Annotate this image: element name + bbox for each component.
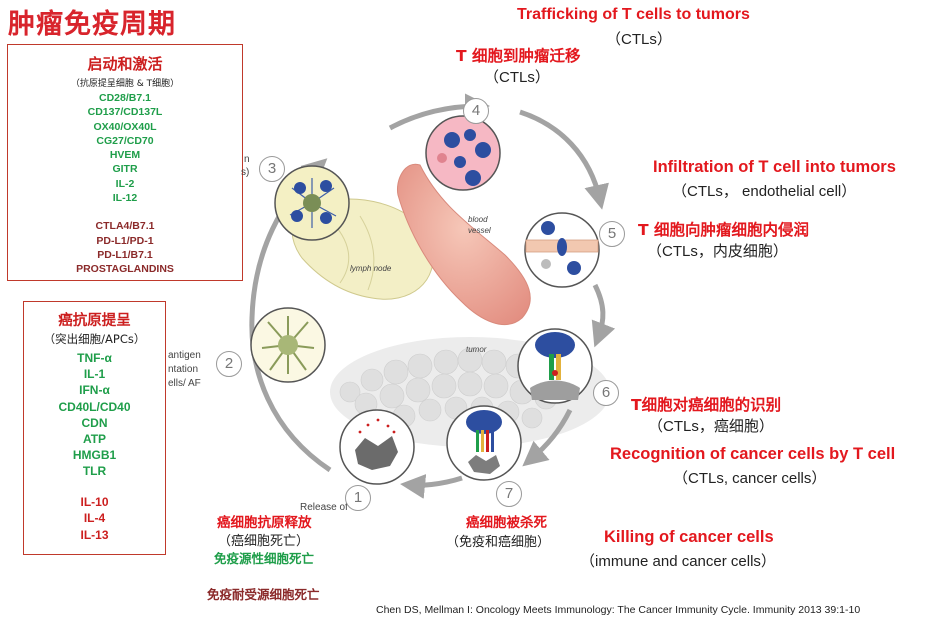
presentation-header: 癌抗原提呈 bbox=[58, 312, 131, 329]
factor-item: IL-10 bbox=[80, 494, 109, 509]
tolerogenic-cell-death: 免疫耐受源细胞死亡 bbox=[207, 587, 320, 602]
killing-subtitle-cn: （免疫和癌细胞） bbox=[446, 534, 551, 549]
cell-circle-6 bbox=[517, 328, 593, 404]
cut-text-n: n bbox=[244, 154, 250, 165]
factor-item: IL-13 bbox=[80, 527, 109, 542]
cell-circle-1 bbox=[339, 409, 415, 485]
immunogenic-cell-death: 免疫源性细胞死亡 bbox=[214, 551, 315, 566]
factor-item: IL-4 bbox=[83, 511, 106, 526]
cut-text-s: s) bbox=[241, 167, 249, 178]
recognition-title-cn: T细胞对癌细胞的识别 bbox=[631, 396, 782, 414]
tumor-label: tumor bbox=[466, 345, 487, 354]
trafficking-subtitle-cn: （CTLs） bbox=[484, 69, 550, 86]
cut-text-release: Release of bbox=[300, 502, 348, 513]
trafficking-title-cn: T 细胞到肿瘤迁移 bbox=[456, 47, 581, 65]
factor-item: CD28/B7.1 bbox=[99, 92, 151, 104]
factor-item: TNF-α bbox=[77, 351, 112, 365]
recognition-title-en: Recognition of cancer cells by T cell bbox=[610, 445, 896, 463]
priming-subtitle: （抗原提呈细胞 & T细胞） bbox=[70, 79, 180, 89]
cell-circle-2 bbox=[250, 307, 326, 383]
factor-item: CD40L/CD40 bbox=[58, 399, 131, 414]
step-number-2: 2 bbox=[216, 351, 242, 377]
release-title-cn: 癌细胞抗原释放 bbox=[217, 515, 312, 531]
factor-item: PROSTAGLANDINS bbox=[76, 263, 174, 276]
cell-circle-7 bbox=[446, 405, 522, 481]
cut-text-cells: ells/ AF bbox=[168, 378, 201, 389]
citation: Chen DS, Mellman I: Oncology Meets Immun… bbox=[376, 604, 861, 616]
recognition-subtitle-cn: （CTLs，癌细胞） bbox=[648, 418, 774, 435]
trafficking-subtitle-en: （CTLs） bbox=[606, 31, 672, 48]
lymph-node-label: lymph node bbox=[350, 264, 392, 273]
trafficking-title-en: Trafficking of T cells to tumors bbox=[517, 6, 750, 23]
factor-item: CTLA4/B7.1 bbox=[95, 220, 155, 233]
factor-item: IL-2 bbox=[115, 177, 135, 190]
factor-item: TLR bbox=[82, 464, 107, 479]
factor-item: CD137/CD137L bbox=[87, 106, 163, 119]
factor-item: IL-12 bbox=[112, 192, 138, 205]
infiltration-subtitle-en: （CTLs， endothelial cell） bbox=[672, 183, 857, 200]
infiltration-title-cn: T 细胞向肿瘤细胞内侵润 bbox=[638, 221, 809, 239]
factor-item: ATP bbox=[82, 432, 107, 447]
factor-item: IL-1 bbox=[83, 367, 106, 382]
factor-item: HMGB1 bbox=[72, 448, 117, 463]
killing-subtitle-en: （immune and cancer cells） bbox=[580, 553, 776, 570]
release-subtitle-cn: （癌细胞死亡） bbox=[218, 533, 310, 548]
presentation-subtitle: （突出细胞/APCs） bbox=[43, 332, 146, 346]
factor-item: CDN bbox=[81, 415, 108, 430]
page-title: 肿瘤免疫周期 bbox=[8, 9, 176, 40]
blood-vessel-shape bbox=[396, 163, 531, 326]
cell-circle-5 bbox=[524, 212, 600, 288]
factor-item: IFN-α bbox=[79, 383, 110, 398]
infiltration-title-en: Infiltration of T cell into tumors bbox=[653, 158, 896, 176]
cell-circle-3 bbox=[274, 165, 350, 241]
step-number-4: 4 bbox=[463, 98, 489, 124]
recognition-subtitle-en: （CTLs, cancer cells） bbox=[673, 470, 827, 487]
cell-circle-4 bbox=[425, 115, 501, 191]
priming-header: 启动和激活 bbox=[87, 55, 163, 73]
step-number-3: 3 bbox=[259, 156, 285, 182]
blood-vessel-label: blood vessel bbox=[468, 215, 491, 235]
cut-text-ntation: ntation bbox=[168, 364, 198, 375]
infiltration-subtitle-cn: （CTLs，内皮细胞） bbox=[647, 243, 788, 260]
step-number-6: 6 bbox=[593, 380, 619, 406]
step-number-1: 1 bbox=[345, 485, 371, 511]
killing-title-en: Killing of cancer cells bbox=[604, 528, 774, 546]
cut-text-antigen: antigen bbox=[168, 350, 201, 361]
factor-item: PD-L1/B7.1 bbox=[97, 248, 153, 261]
factor-item: OX40/OX40L bbox=[93, 120, 157, 133]
killing-title-cn: 癌细胞被杀死 bbox=[466, 515, 547, 531]
factor-item: GITR bbox=[112, 163, 138, 176]
step-number-5: 5 bbox=[599, 221, 625, 247]
factor-item: CG27/CD70 bbox=[96, 134, 154, 147]
factor-item: PD-L1/PD-1 bbox=[96, 234, 154, 247]
factor-item: HVEM bbox=[109, 149, 141, 162]
step-number-7: 7 bbox=[496, 481, 522, 507]
